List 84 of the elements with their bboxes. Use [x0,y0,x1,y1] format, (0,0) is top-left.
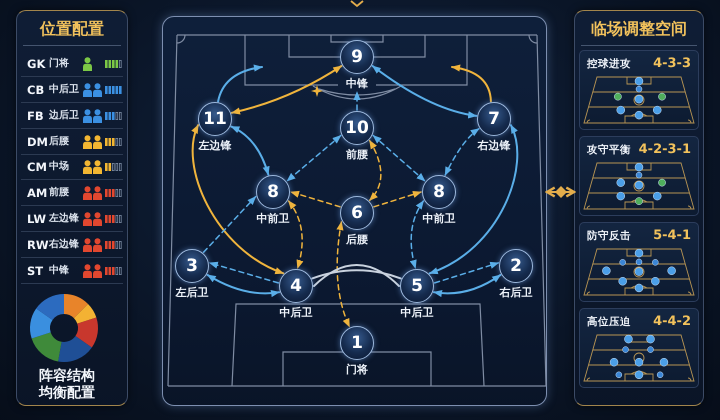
player-circle: 3 [175,249,209,283]
double-arrow [286,134,342,182]
position-name: 中场 [49,160,69,174]
position-code: ST [27,264,44,278]
chart-caption: 阵容结构均衡配置 [38,368,96,402]
player-circle: 8 [422,175,456,209]
position-label: 左边锋 [198,140,232,152]
double-arrow [428,124,518,274]
position-label: 中前卫 [422,213,456,225]
position-name: 门将 [49,57,69,71]
position-label: 前腰 [346,149,368,161]
formation-code: 4-2-3-1 [638,142,691,158]
double-arrow [546,186,576,198]
formation-card [579,136,699,216]
double-arrow [410,200,424,269]
arrow [373,191,422,208]
position-name: 左边锋 [49,212,79,226]
arrow [202,196,256,253]
position-label: 后腰 [346,234,368,246]
player-circle: 5 [400,269,434,303]
arrow [208,262,280,284]
arrow [434,262,500,284]
position-label: 门将 [346,364,368,376]
formation-card [579,222,699,302]
double-arrow [206,274,280,297]
double-arrow [230,65,342,114]
position-name: 中锋 [49,264,69,278]
player-circle: 10 [340,111,374,145]
position-label: 右后卫 [500,287,532,299]
position-label: 左后卫 [176,287,208,299]
position-code: DM [27,135,48,149]
double-arrow [372,65,478,118]
arrow [353,91,361,111]
position-name: 中后卫 [49,83,79,97]
arrow [451,64,492,102]
formation-card [579,308,699,388]
position-code: AM [27,186,48,200]
position-code: FB [27,109,44,123]
position-code: CM [27,160,47,174]
player-circle: 1 [340,326,374,360]
double-arrow [432,274,502,297]
arrow [217,64,263,102]
position-name: 边后卫 [49,109,79,123]
formation-code: 4-4-2 [653,314,691,330]
panel-title: 位置配置 [40,19,104,39]
position-label: 中前卫 [256,213,290,225]
formation-code: 4-3-3 [653,56,691,72]
position-code: CB [27,83,44,97]
player-circle: 6 [340,196,374,230]
formation-name: 攻守平衡 [587,144,631,157]
arrow [290,190,341,208]
position-label: 中后卫 [400,307,434,319]
player-circle: 11 [198,102,232,136]
formation-card [579,50,699,130]
double-arrow [230,126,270,176]
player-circle: 4 [279,269,313,303]
formation-code: 5-4-1 [653,228,691,244]
position-code: RW [27,238,49,252]
formation-name: 防守反击 [587,230,631,243]
formation-name: 控球进攻 [587,58,631,71]
position-code: LW [27,212,46,226]
connector-line [313,264,400,287]
panel-title: 临场调整空间 [591,19,687,39]
formation-name: 高位压迫 [587,316,631,329]
double-arrow [372,134,426,182]
double-arrow [192,124,284,274]
position-label: 中锋 [346,78,368,90]
position-code: GK [27,57,46,71]
player-circle: 9 [340,40,374,74]
position-label: 中后卫 [280,307,312,319]
position-name: 后腰 [49,135,69,149]
connector-line [311,269,402,280]
player-circle: 8 [256,175,290,209]
position-label: 右边锋 [478,140,510,152]
player-circle: 2 [499,249,533,283]
double-arrow [368,140,382,202]
position-name: 右边锋 [49,238,79,252]
side-panel [16,10,128,406]
player-circle: 7 [477,102,511,136]
position-name: 前腰 [49,186,69,200]
double-arrow [336,221,350,328]
double-arrow [444,128,480,176]
side-panel [574,10,704,406]
double-arrow [288,200,304,269]
